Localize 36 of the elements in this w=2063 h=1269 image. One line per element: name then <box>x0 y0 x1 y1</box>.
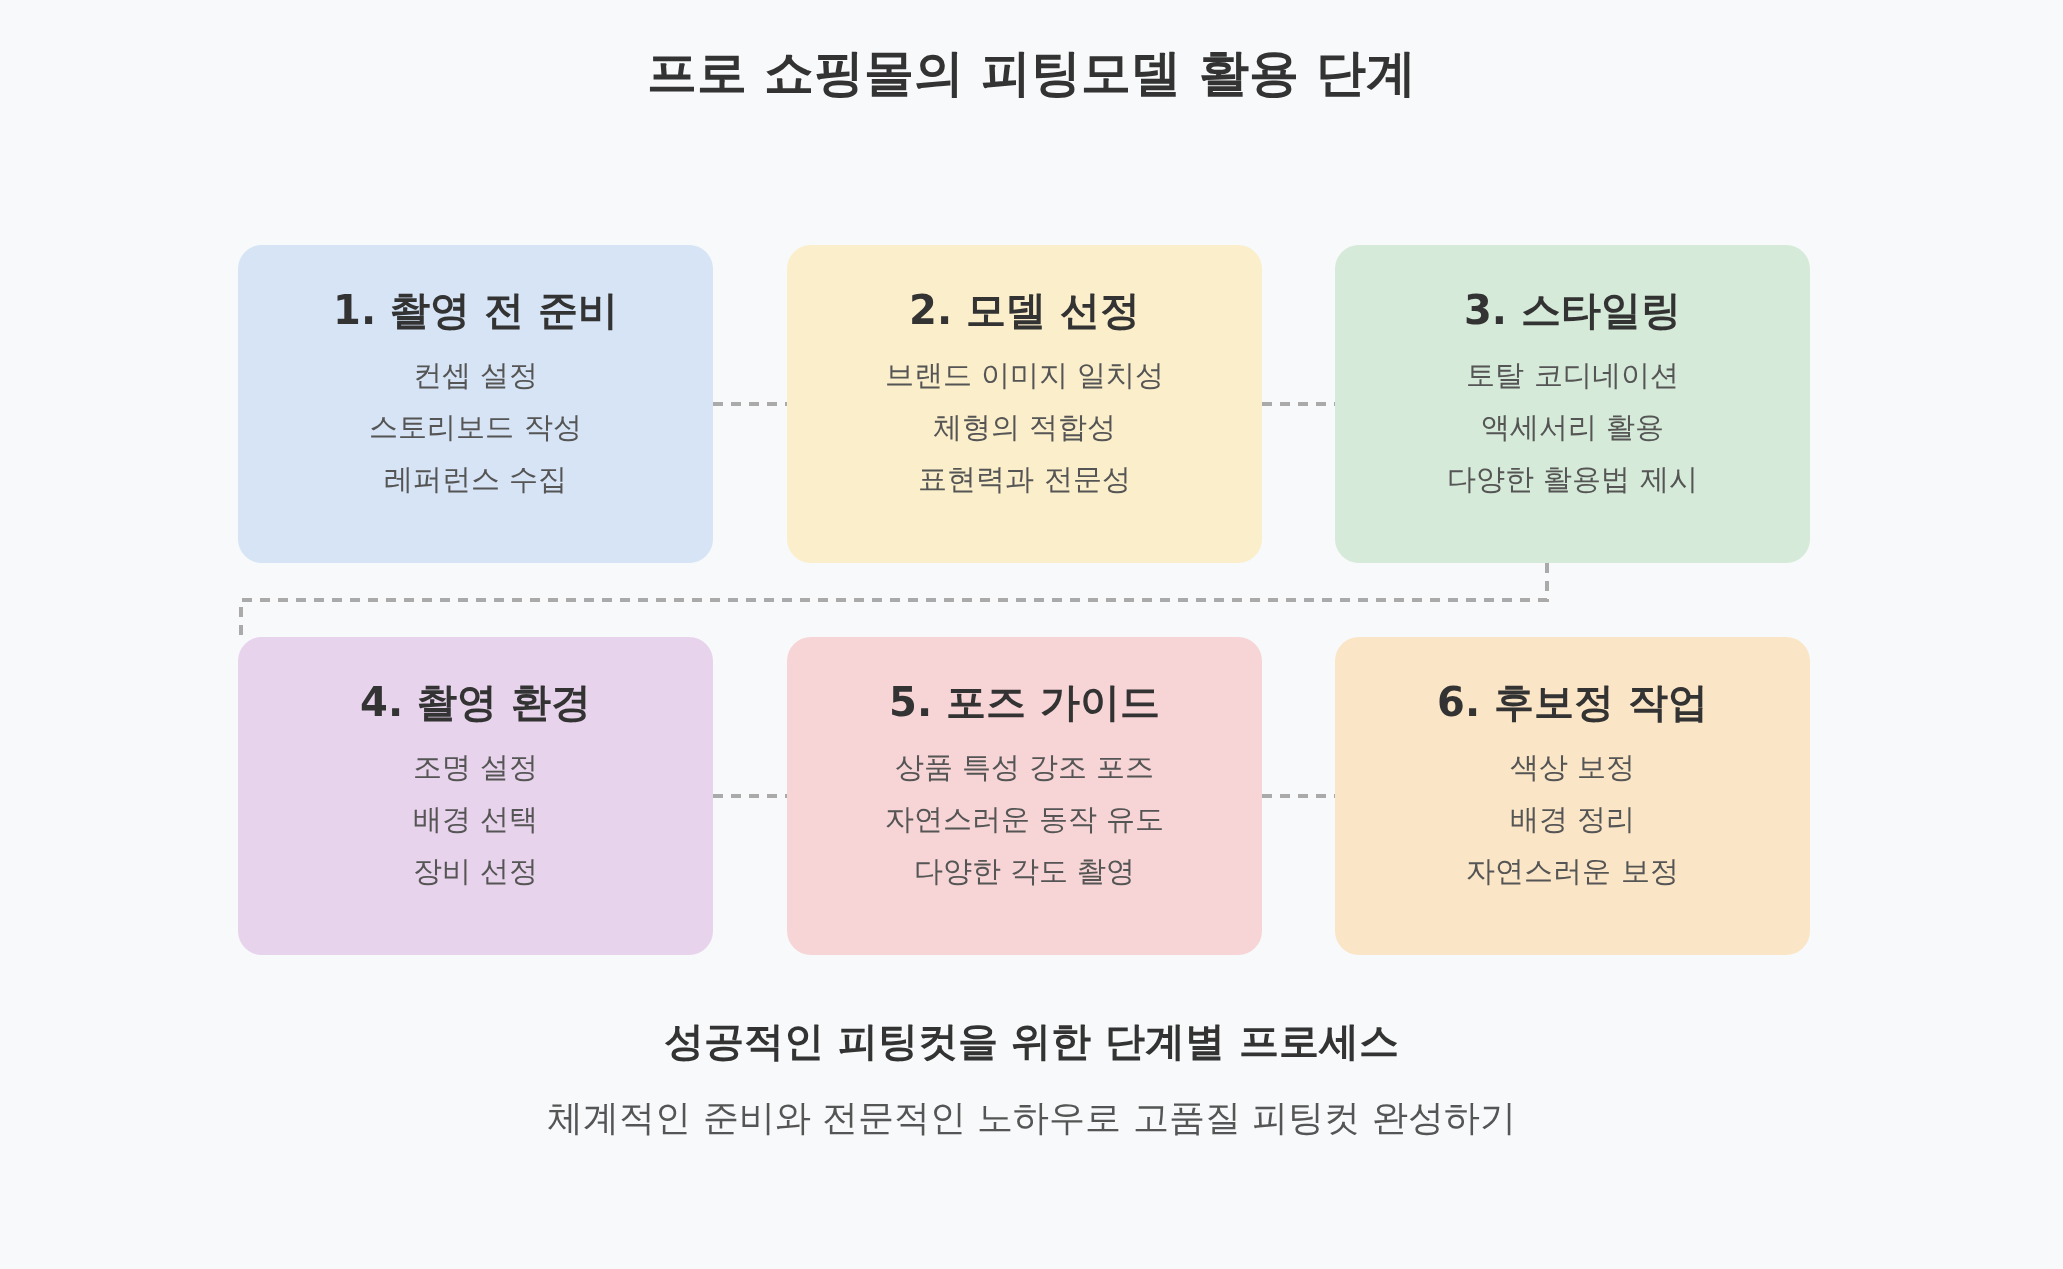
step-card <box>787 637 1262 955</box>
step-item: 브랜드 이미지 일치성 <box>884 357 1165 394</box>
step-item: 다양한 각도 촬영 <box>913 853 1136 890</box>
step-item: 컨셉 설정 <box>412 357 539 394</box>
connector-line <box>713 402 787 406</box>
step-item: 상품 특성 강조 포즈 <box>894 749 1155 786</box>
step-heading: 2. 모델 선정 <box>909 286 1140 335</box>
step-item: 다양한 활용법 제시 <box>1447 461 1698 498</box>
step-heading: 4. 촬영 환경 <box>360 678 591 727</box>
step-heading: 3. 스타일링 <box>1464 286 1681 335</box>
step-item: 배경 정리 <box>1509 801 1636 838</box>
step-card <box>238 245 713 563</box>
step-item: 레퍼런스 수집 <box>383 461 568 498</box>
step-item: 체형의 적합성 <box>932 409 1117 446</box>
step-card <box>238 637 713 955</box>
step-item: 장비 선정 <box>412 853 539 890</box>
section-heading: 성공적인 피팅컷을 위한 단계별 프로세스 <box>662 1017 1401 1066</box>
step-item: 스토리보드 작성 <box>369 409 582 446</box>
connector-line <box>713 794 787 798</box>
step-heading: 6. 후보정 작업 <box>1437 678 1708 727</box>
step-card <box>787 245 1262 563</box>
step-item: 조명 설정 <box>412 749 539 786</box>
step-item: 배경 선택 <box>412 801 539 838</box>
step-item: 토탈 코디네이션 <box>1466 357 1679 394</box>
step-item: 자연스러운 보정 <box>1466 853 1679 890</box>
connector-line <box>239 563 1549 637</box>
step-item: 표현력과 전문성 <box>918 461 1131 498</box>
step-card <box>1335 637 1810 955</box>
step-item: 액세서리 활용 <box>1480 409 1665 446</box>
step-card <box>1335 245 1810 563</box>
step-heading: 5. 포즈 가이드 <box>889 678 1160 727</box>
step-item: 자연스러운 동작 유도 <box>884 801 1165 838</box>
step-item: 색상 보정 <box>1509 749 1636 786</box>
step-heading: 1. 촬영 전 준비 <box>333 286 618 335</box>
subtitle: 체계적인 준비와 전문적인 노하우로 고품질 피팅컷 완성하기 <box>546 1096 1517 1140</box>
diagram-title: 프로 쇼핑몰의 피팅모델 활용 단계 <box>645 43 1418 104</box>
